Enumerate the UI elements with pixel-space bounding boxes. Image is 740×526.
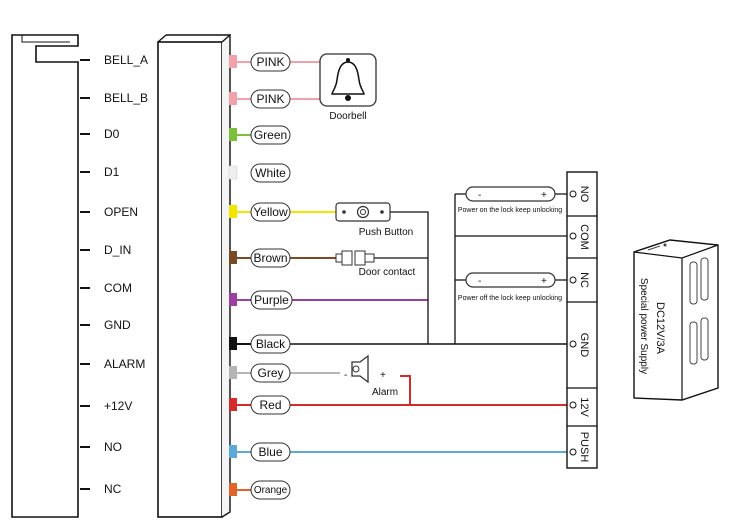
power-supply-caption: Special power Supply (638, 278, 649, 374)
lock-nc: - + Power off the lock keep unlocking (458, 272, 562, 302)
push-button: Push Button (335, 202, 413, 238)
wire-chip-brown (229, 251, 237, 264)
lock-no-minus: - (478, 190, 481, 201)
pin-com: COM (80, 281, 132, 295)
pin-alarm: ALARM (80, 357, 145, 371)
wire-chip-white (228, 165, 238, 180)
alarm: - + Alarm (344, 354, 398, 398)
doorbell: Doorbell (319, 53, 377, 122)
wire-label: Orange (254, 485, 288, 496)
pin-label: +12V (104, 399, 132, 413)
vent-slots (689, 257, 709, 365)
pin-label: D_IN (104, 243, 131, 257)
wire-pink-to-doorbell (290, 61, 320, 100)
pin-label: COM (104, 281, 132, 295)
terminal-label: PUSH (578, 432, 590, 463)
wire-label: Black (256, 337, 286, 351)
wire-label: Blue (258, 445, 282, 459)
wire-chip-pink-2 (229, 92, 237, 105)
wire-chip-blue (229, 445, 237, 458)
wire-red-alarm-branch (400, 375, 411, 405)
controller-inner-edge (21, 35, 70, 43)
siren-icon (351, 354, 369, 384)
pin-label: NO (104, 440, 122, 454)
wire-chip-pink-1 (229, 55, 237, 68)
doorbell-label: Doorbell (329, 111, 366, 122)
controller-outline (11, 34, 79, 518)
wire-label: White (255, 166, 286, 180)
wire-label: Purple (254, 293, 289, 307)
magnet-icon (335, 250, 375, 266)
wire-chip-purple (229, 293, 237, 306)
door-contact-label: Door contact (359, 267, 416, 278)
pin-label: ALARM (104, 357, 145, 371)
pin-label: BELL_A (104, 53, 148, 67)
alarm-label: Alarm (372, 387, 398, 398)
terminal-screws (569, 190, 577, 456)
wire-chip-orange (229, 483, 237, 496)
lock-no-caption: Power on the lock keep unlocking (458, 207, 562, 214)
lock-nc-minus: - (478, 276, 481, 287)
wire-chip-black (229, 337, 237, 350)
pin-bell-b: BELL_B (80, 91, 148, 105)
pin-label: BELL_B (104, 91, 148, 105)
wire-push-button-return (390, 211, 429, 344)
wire-chip-yellow (229, 205, 237, 218)
wire-label: PINK (256, 92, 284, 106)
wire-chip-grey (229, 366, 237, 379)
lock-no-plus: + (541, 190, 547, 201)
wire-chip-green (229, 128, 237, 141)
wire-chip-red (229, 398, 237, 411)
wire-label: Brown (253, 251, 287, 265)
power-terminal-strip: NO COM NC GND 12V PUSH (566, 171, 598, 469)
terminal-label: GND (578, 333, 590, 358)
terminal-label: NO (578, 186, 590, 203)
pin-label: GND (104, 318, 131, 332)
pin-open: OPEN (80, 205, 138, 219)
pin-12v: +12V (80, 399, 132, 413)
terminal-label: NC (578, 272, 590, 288)
wire-label: Grey (257, 366, 283, 380)
wire-labels: PINK PINK Green White Yellow Brown Purpl… (250, 52, 293, 500)
connector-block (157, 33, 231, 518)
pin-label: NC (104, 482, 122, 496)
lock-nc-caption: Power off the lock keep unlocking (458, 295, 562, 302)
wire-label: PINK (256, 55, 284, 69)
pin-d1: D1 (80, 165, 120, 179)
pin-d0: D0 (80, 127, 120, 141)
controller-pins: BELL_A BELL_B D0 D1 OPEN D_IN COM GND AL… (80, 53, 148, 496)
pin-label: D1 (104, 165, 120, 179)
bell-icon (331, 58, 365, 101)
power-supply-rating: DC12V/3A (654, 302, 666, 355)
push-button-label: Push Button (359, 227, 413, 238)
pin-nc: NC (80, 482, 122, 496)
pin-no: NO (80, 440, 122, 454)
pin-label: D0 (104, 127, 120, 141)
lock-nc-plus: + (541, 276, 547, 287)
pin-gnd: GND (80, 318, 131, 332)
wire-chips (228, 55, 238, 496)
terminal-label: 12V (578, 397, 590, 417)
wire-label: Red (259, 398, 281, 412)
wires (237, 61, 573, 491)
pin-label: OPEN (104, 205, 138, 219)
wire-label: Yellow (253, 205, 288, 219)
lock-no: - + Power on the lock keep unlocking (458, 186, 562, 214)
terminal-label: COM (578, 224, 590, 250)
power-supply-box: DC12V/3A Special power Supply (633, 239, 719, 401)
pin-d-in: D_IN (80, 243, 131, 257)
door-contact: Door contact (335, 250, 416, 278)
pin-bell-a: BELL_A (80, 53, 148, 67)
alarm-plus-label: + (380, 370, 386, 381)
alarm-minus-label: - (344, 370, 347, 381)
wire-label: Green (254, 128, 287, 142)
